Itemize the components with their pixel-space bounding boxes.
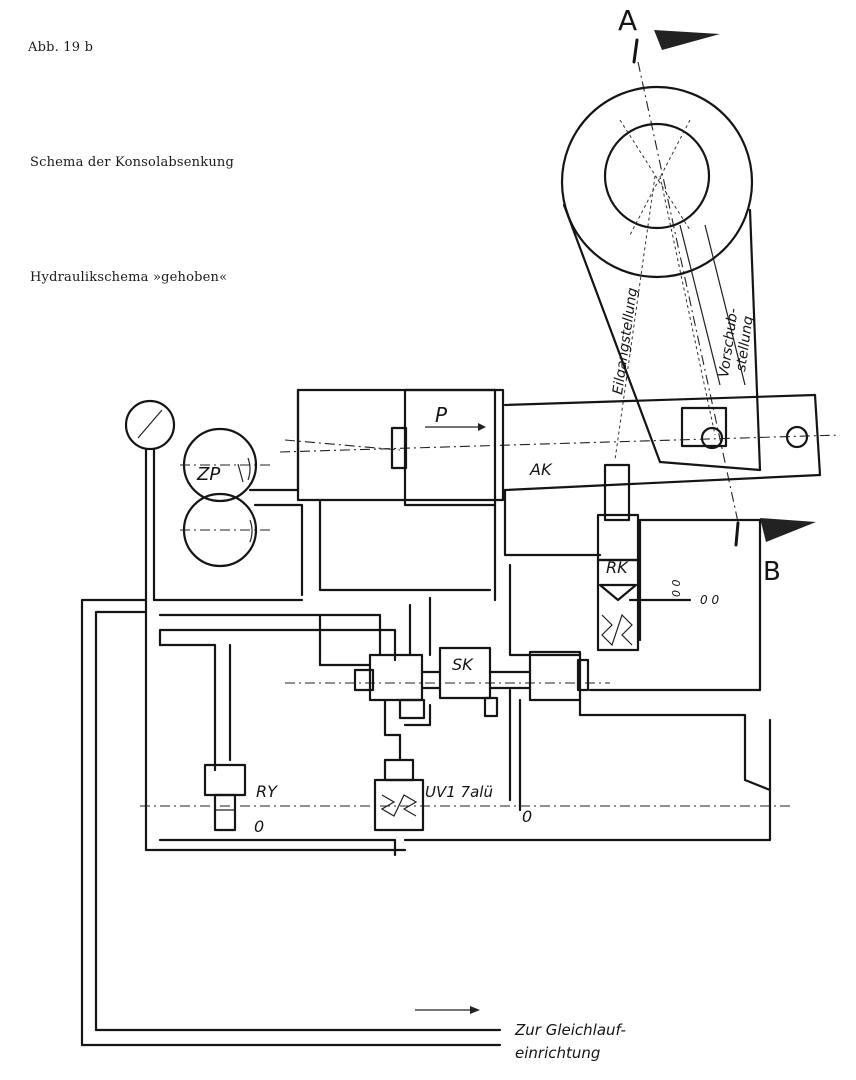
pump-label: ZP xyxy=(196,464,220,485)
pipe-rk-box-right xyxy=(638,518,762,692)
pipe-sk-to-uv xyxy=(383,698,402,762)
cylinder-label: AK xyxy=(529,460,553,479)
console-centerline xyxy=(279,434,841,453)
feed-position-label-2: stellung xyxy=(733,315,757,373)
eccentric-lever: Eilgangstellung Vorschub- stellung xyxy=(560,85,762,472)
pipe-outer-loop-inner xyxy=(94,610,148,1032)
uv-spring-icon xyxy=(380,794,418,817)
uv-top xyxy=(383,758,415,782)
pipe-outer-loop xyxy=(80,598,148,1047)
rk-body xyxy=(596,513,640,562)
pipe-bottom-outer xyxy=(144,838,407,852)
pipe-inner-loop xyxy=(318,498,492,592)
uv-body xyxy=(373,778,425,832)
lever-pivot xyxy=(700,426,724,450)
section-tick-b xyxy=(734,521,740,547)
rk-stem xyxy=(603,463,631,522)
piston-arrow-head-icon xyxy=(478,423,486,431)
section-marker-b: B xyxy=(734,518,816,587)
cylinder-housing xyxy=(296,388,505,502)
pressure-gauge-icon xyxy=(124,399,176,451)
outlet: Zur Gleichlauf- einrichtung xyxy=(415,1006,626,1062)
ry-body xyxy=(203,763,247,797)
piping xyxy=(80,388,790,1047)
valve-sk: SK xyxy=(353,646,590,720)
piston-chamber xyxy=(403,388,497,507)
console-pivot xyxy=(785,425,809,449)
rk-indicator-dots: 0 0 xyxy=(700,593,719,607)
lever-pin-block xyxy=(680,406,728,448)
section-tick-a xyxy=(632,38,639,64)
pipe-right-return xyxy=(578,698,772,792)
lever-slot-right xyxy=(704,224,746,386)
console-bar xyxy=(279,393,841,492)
section-label-b: B xyxy=(763,557,781,587)
sk-right-body xyxy=(528,650,582,702)
section-flag-a xyxy=(654,30,720,50)
ry-stem xyxy=(213,793,237,832)
pipe-bottom-return-left xyxy=(158,838,397,857)
eccentric-guide-1 xyxy=(619,119,691,231)
section-label-a: A xyxy=(618,4,637,37)
rk-housing xyxy=(596,558,640,652)
section-line xyxy=(637,61,739,523)
console-bar-top xyxy=(503,393,817,407)
rk-poppet-icon xyxy=(598,583,638,602)
sk-left-cap xyxy=(353,668,375,692)
piston-label: P xyxy=(435,403,448,427)
pipe-pump-return xyxy=(253,503,304,597)
figure-title: Schema der Konsolabsenkung xyxy=(30,155,234,170)
pump-rotation-arrow-lower xyxy=(249,519,253,543)
eccentric-inner-ring xyxy=(603,122,711,230)
pipe-pump-to-cylinder xyxy=(248,388,300,492)
zero-mark-right: 0 xyxy=(522,807,532,826)
rk-indicator-mark: 0 0 xyxy=(670,580,683,598)
gear-pump: ZP xyxy=(180,427,270,568)
pump-mark xyxy=(237,463,244,483)
console-bar-bottom xyxy=(503,473,822,492)
zero-mark-left: 0 xyxy=(254,817,264,836)
lever-edge-left xyxy=(562,203,662,464)
sk-port-right xyxy=(483,696,499,718)
rk-spring-icon xyxy=(601,613,633,647)
console-bar-end xyxy=(813,393,822,477)
sk-right-cap xyxy=(576,658,590,692)
outlet-label-1: Zur Gleichlauf- xyxy=(514,1021,626,1039)
eccentric-guide-2 xyxy=(629,119,691,236)
valve-uv: UV1 7alü 0 xyxy=(373,758,532,832)
pipe-upper-feed-2 xyxy=(158,628,397,662)
piston-rod-stub xyxy=(390,426,408,470)
pipe-upper-feed xyxy=(158,613,382,657)
lever-end xyxy=(658,460,762,472)
section-flag-b xyxy=(760,518,816,542)
outlet-arrow-head-icon xyxy=(470,1006,480,1014)
feed-guide-line xyxy=(659,175,716,436)
pipe-cylinder-to-rk xyxy=(503,488,602,557)
figure-number: Abb. 19 b xyxy=(28,40,94,55)
valve-rk: RK 0 0 0 0 xyxy=(596,463,719,652)
valve-uv-label: UV1 7alü xyxy=(425,783,493,801)
section-marker-a: A xyxy=(618,4,720,64)
gauge-needle xyxy=(137,409,163,439)
figure-subtitle: Hydraulikschema »gehoben« xyxy=(30,270,228,285)
sk-port-left xyxy=(398,698,426,720)
valve-ry-label: RY xyxy=(256,782,278,801)
outlet-label-2: einrichtung xyxy=(515,1044,600,1062)
valve-ry: RY 0 xyxy=(203,763,278,836)
pipe-to-ry xyxy=(158,643,217,772)
pump-rotation-arrow-upper xyxy=(247,457,251,481)
lever-edge-right xyxy=(748,208,762,472)
valve-rk-label: RK xyxy=(606,558,629,577)
eccentric-outer-ring xyxy=(560,85,754,279)
lever-slot-left xyxy=(679,224,721,386)
pipe-bottom-return-right xyxy=(403,718,772,842)
pipe-left-branch xyxy=(318,613,372,667)
pipe-sk-to-uv-2 xyxy=(403,703,432,727)
pipe-rk-to-sk-right xyxy=(508,563,582,657)
sk-left-body xyxy=(368,653,424,702)
pressure-gauge xyxy=(124,399,176,842)
valve-sk-label: SK xyxy=(452,655,474,674)
